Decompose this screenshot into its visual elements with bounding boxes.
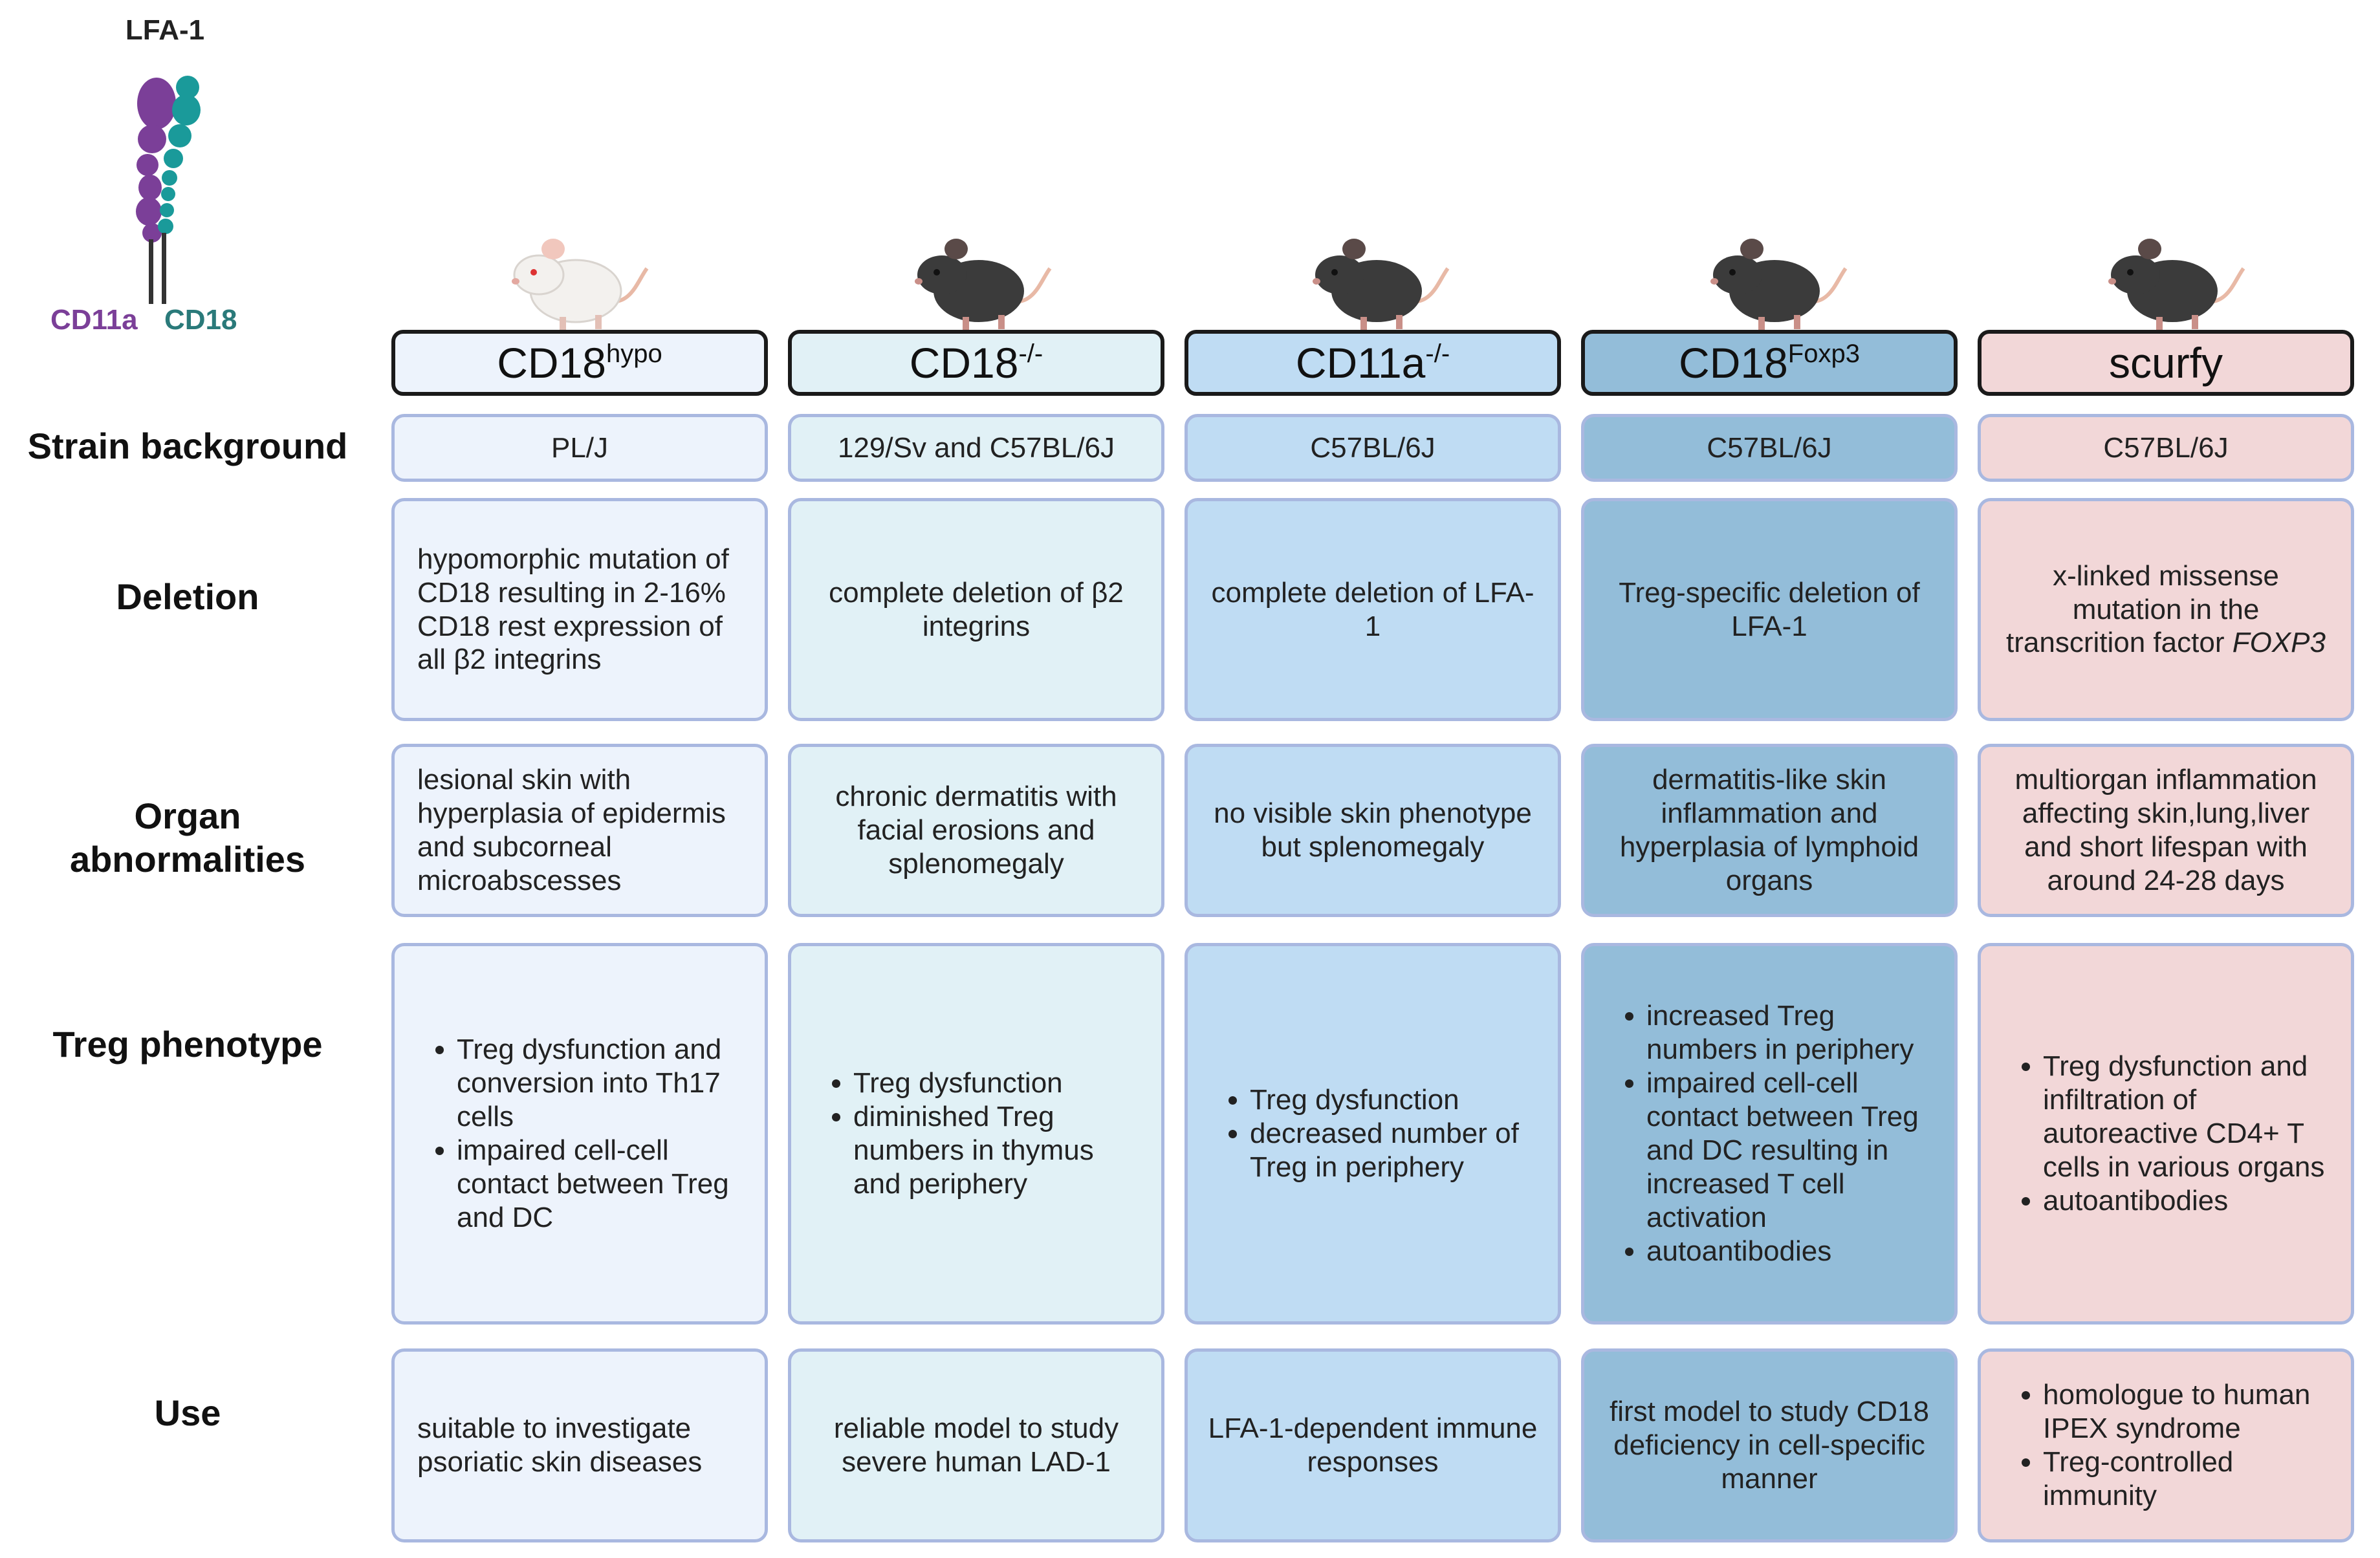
- row-label-deletion: Deletion: [116, 576, 259, 618]
- black-mouse-icon-cd18ko: [915, 239, 1052, 330]
- deletion-cell: x-linked missense mutation in the transc…: [1978, 498, 2354, 721]
- organ-cell: dermatitis-like skin inflammation and hy…: [1581, 744, 1958, 917]
- treg-item: diminished Treg numbers in thymus and pe…: [853, 1100, 1143, 1201]
- header-base: CD11a: [1295, 339, 1426, 387]
- strain-cell: PL/J: [391, 414, 768, 482]
- header-base: scurfy: [2108, 339, 2223, 387]
- header-sup: -/-: [1018, 339, 1043, 368]
- use-item: Treg-controlled immunity: [2043, 1445, 2333, 1513]
- organ-cell: no visible skin phenotype but splenomega…: [1185, 744, 1561, 917]
- use-cell: first model to study CD18 deficiency in …: [1581, 1348, 1958, 1542]
- use-text: LFA-1-dependent immune responses: [1208, 1412, 1538, 1478]
- organ-text: dermatitis-like skin inflammation and hy…: [1619, 764, 1919, 896]
- treg-list: increased Treg numbers in periphery impa…: [1602, 999, 1936, 1268]
- header-cd11ako: CD11a-/-: [1185, 330, 1561, 396]
- organ-text: no visible skin phenotype but splenomega…: [1214, 797, 1532, 863]
- deletion-cell: complete deletion of β2 integrins: [788, 498, 1164, 721]
- use-text: suitable to investigate psoriatic skin d…: [417, 1412, 703, 1478]
- treg-cell: Treg dysfunction diminished Treg numbers…: [788, 943, 1164, 1325]
- organ-text: multiorgan inflammation affecting skin,l…: [2014, 764, 2317, 896]
- deletion-cell: Treg-specific deletion of LFA-1: [1581, 498, 1958, 721]
- treg-item: Treg dysfunction and conversion into Th1…: [457, 1033, 747, 1134]
- deletion-cell: complete deletion of LFA-1: [1185, 498, 1561, 721]
- treg-cell: Treg dysfunction decreased number of Tre…: [1185, 943, 1561, 1325]
- lfa1-integrin-icon: [136, 76, 201, 304]
- use-text: reliable model to study severe human LAD…: [833, 1412, 1119, 1478]
- strain-cell: C57BL/6J: [1185, 414, 1561, 482]
- use-text: first model to study CD18 deficiency in …: [1610, 1396, 1929, 1495]
- treg-item: Treg dysfunction: [1250, 1083, 1540, 1117]
- treg-cell: increased Treg numbers in periphery impa…: [1581, 943, 1958, 1325]
- deletion-cell: hypomorphic mutation of CD18 resulting i…: [391, 498, 768, 721]
- row-label-treg: Treg phenotype: [52, 1024, 323, 1065]
- cd18-label: CD18: [164, 304, 237, 336]
- treg-cell: Treg dysfunction and infiltration of aut…: [1978, 943, 2354, 1325]
- use-cell: suitable to investigate psoriatic skin d…: [391, 1348, 768, 1542]
- black-mouse-icon-cd11ako: [1313, 239, 1450, 330]
- treg-item: decreased number of Treg in periphery: [1250, 1117, 1540, 1184]
- lfa1-title: LFA-1: [125, 14, 205, 46]
- treg-list: Treg dysfunction and conversion into Th1…: [413, 1033, 747, 1234]
- header-sup: hypo: [606, 339, 662, 368]
- deletion-text-part: x-linked missense mutation in the transc…: [2006, 559, 2279, 659]
- treg-item: autoantibodies: [2043, 1184, 2333, 1218]
- organ-cell: multiorgan inflammation affecting skin,l…: [1978, 744, 2354, 917]
- organ-cell: chronic dermatitis with facial erosions …: [788, 744, 1164, 917]
- cd11a-label: CD11a: [50, 304, 138, 336]
- treg-list: Treg dysfunction diminished Treg numbers…: [809, 1066, 1143, 1201]
- deletion-gene-name: FOXP3: [2232, 627, 2326, 659]
- header-sup: Foxp3: [1787, 339, 1860, 368]
- deletion-text: hypomorphic mutation of CD18 resulting i…: [417, 543, 729, 676]
- header-base: CD18: [497, 339, 606, 387]
- treg-item: autoantibodies: [1646, 1235, 1936, 1268]
- treg-list: Treg dysfunction decreased number of Tre…: [1206, 1083, 1540, 1184]
- use-cell: homologue to human IPEX syndrome Treg-co…: [1978, 1348, 2354, 1542]
- strain-cell: C57BL/6J: [1581, 414, 1958, 482]
- header-cd18ko: CD18-/-: [788, 330, 1164, 396]
- treg-item: increased Treg numbers in periphery: [1646, 999, 1936, 1066]
- use-item: homologue to human IPEX syndrome: [2043, 1378, 2333, 1445]
- header-sup: -/-: [1425, 339, 1450, 368]
- header-base: CD18: [1679, 339, 1788, 387]
- black-mouse-icon-scurfy: [2108, 239, 2245, 330]
- header-scurfy: scurfy: [1978, 330, 2354, 396]
- use-cell: LFA-1-dependent immune responses: [1185, 1348, 1561, 1542]
- row-label-use: Use: [154, 1392, 221, 1434]
- deletion-text: x-linked missense mutation in the transc…: [1999, 559, 2333, 660]
- treg-item: impaired cell-cell contact between Treg …: [457, 1134, 747, 1235]
- organ-cell: lesional skin with hyperplasia of epider…: [391, 744, 768, 917]
- deletion-text: Treg-specific deletion of LFA-1: [1619, 576, 1920, 642]
- black-mouse-icon-cd18foxp3: [1710, 239, 1848, 330]
- treg-item: Treg dysfunction and infiltration of aut…: [2043, 1050, 2333, 1184]
- row-label-organ: Organ abnormalities: [69, 795, 306, 880]
- organ-text: lesional skin with hyperplasia of epider…: [417, 764, 726, 896]
- treg-item: impaired cell-cell contact between Treg …: [1646, 1066, 1936, 1235]
- use-cell: reliable model to study severe human LAD…: [788, 1348, 1164, 1542]
- white-mouse-icon: [512, 239, 649, 330]
- use-list: homologue to human IPEX syndrome Treg-co…: [1999, 1378, 2333, 1513]
- treg-list: Treg dysfunction and infiltration of aut…: [1999, 1050, 2333, 1218]
- deletion-text: complete deletion of β2 integrins: [829, 576, 1124, 642]
- treg-cell: Treg dysfunction and conversion into Th1…: [391, 943, 768, 1325]
- header-base: CD18: [909, 339, 1019, 387]
- deletion-text: complete deletion of LFA-1: [1211, 576, 1534, 642]
- strain-cell: 129/Sv and C57BL/6J: [788, 414, 1164, 482]
- strain-cell: C57BL/6J: [1978, 414, 2354, 482]
- organ-text: chronic dermatitis with facial erosions …: [835, 781, 1117, 880]
- row-label-strain: Strain background: [27, 426, 348, 467]
- treg-item: Treg dysfunction: [853, 1066, 1143, 1100]
